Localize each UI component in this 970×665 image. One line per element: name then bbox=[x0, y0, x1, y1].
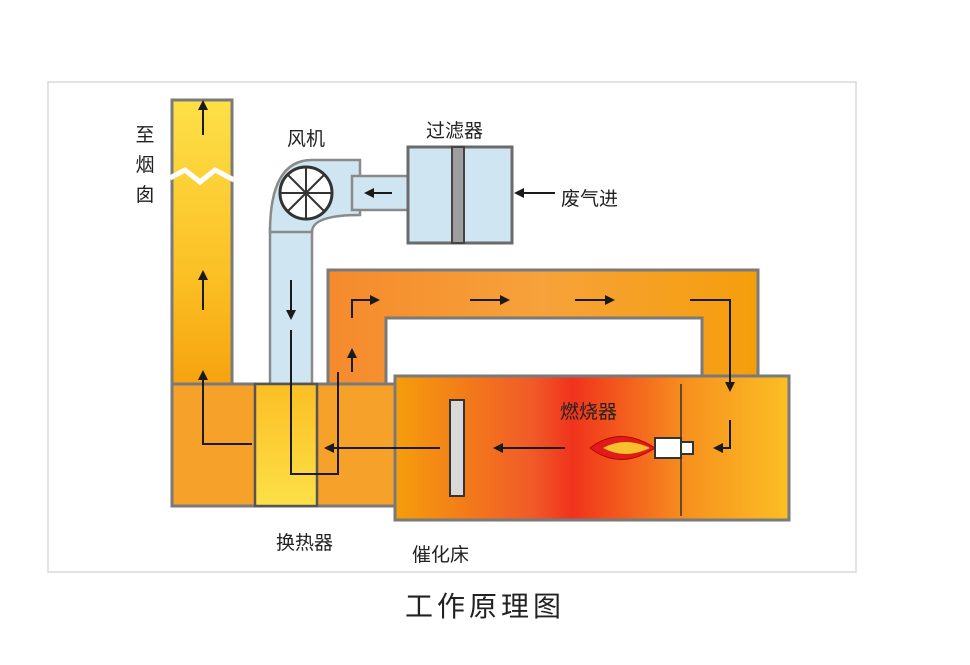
catalyst-bed bbox=[449, 399, 465, 497]
catalyst-bed-label: 催化床 bbox=[412, 544, 470, 566]
chimney-label: 至烟囱 bbox=[135, 124, 155, 206]
exhaust-in-label: 废气进 bbox=[561, 188, 619, 210]
heat-exchanger bbox=[253, 382, 319, 508]
filter bbox=[406, 145, 514, 245]
burner-icon bbox=[589, 436, 694, 460]
burner-label: 燃烧器 bbox=[560, 401, 618, 423]
fan-label: 风机 bbox=[287, 128, 326, 150]
chimney bbox=[168, 98, 236, 402]
filter-label: 过滤器 bbox=[426, 120, 484, 142]
flow-arrows bbox=[198, 100, 735, 475]
fan-icon bbox=[278, 165, 334, 221]
heat-exchanger-label: 换热器 bbox=[276, 532, 334, 554]
diagram-caption: 工作原理图 bbox=[404, 590, 565, 623]
